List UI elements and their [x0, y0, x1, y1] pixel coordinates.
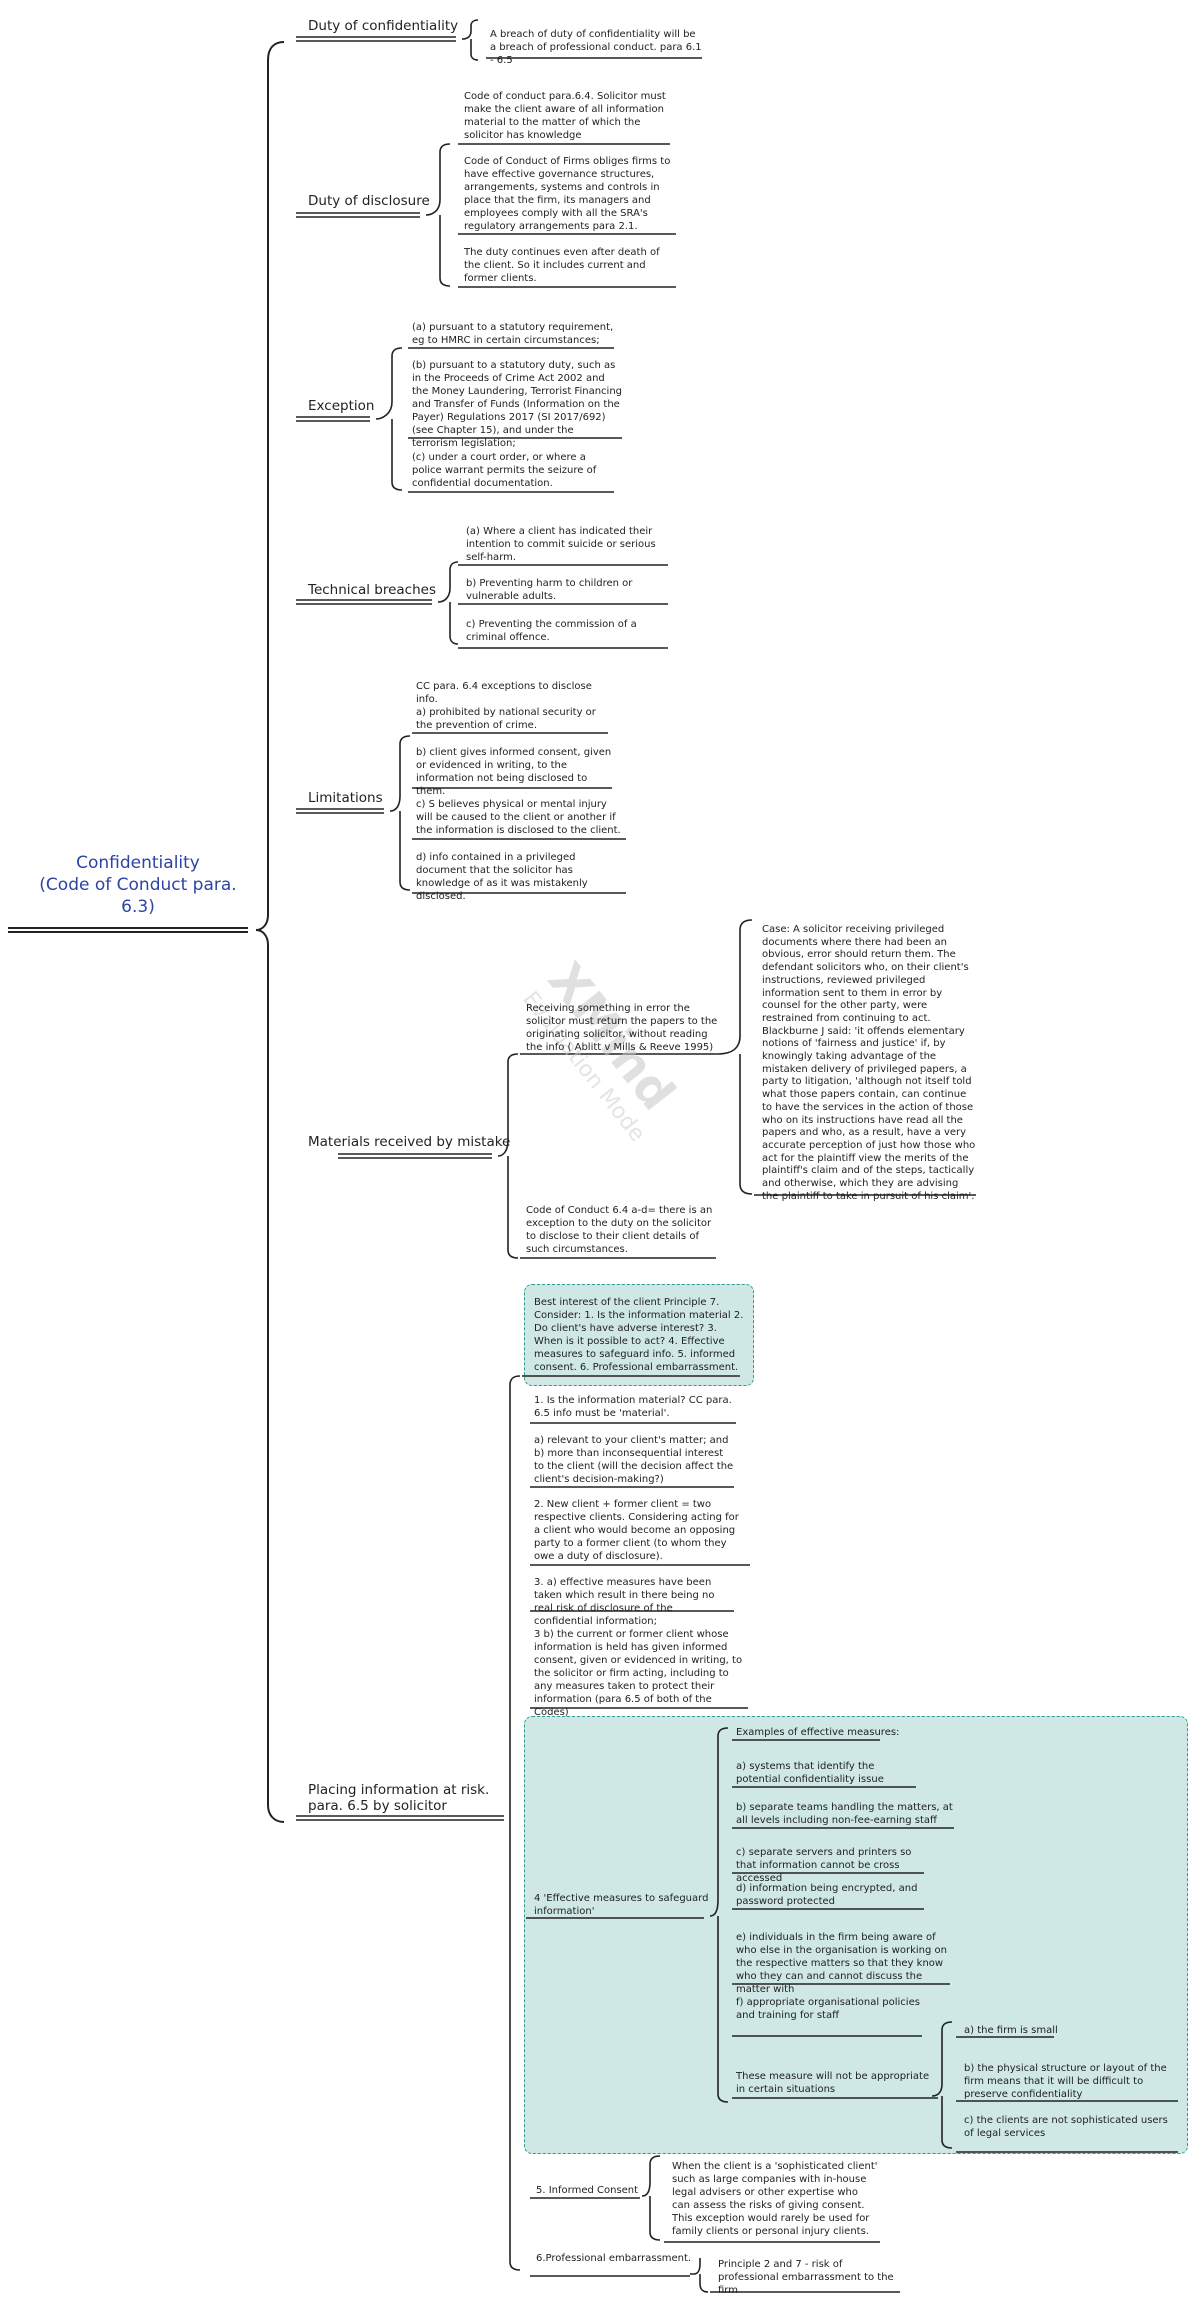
- note-not-appropriate[interactable]: These measure will not be appropriate in…: [736, 2071, 930, 2095]
- note-situation-b[interactable]: b) the physical structure or layout of t…: [964, 2063, 1167, 2100]
- note-placing-3b[interactable]: 3 b) the current or former client whose …: [534, 1629, 743, 1718]
- root-topic-confidentiality[interactable]: Confidentiality (Code of Conduct para. 6…: [39, 853, 237, 917]
- branch-technical-breaches[interactable]: Technical breaches: [308, 582, 436, 598]
- note-example-a[interactable]: a) systems that identify the potential c…: [736, 1761, 884, 1785]
- note-materials-cc-6-4[interactable]: Code of Conduct 6.4 a-d= there is an exc…: [526, 1205, 713, 1255]
- note-breach-duty[interactable]: A breach of duty of confidentiality will…: [490, 29, 702, 66]
- note-sophisticated-client[interactable]: When the client is a 'sophisticated clie…: [672, 2161, 878, 2237]
- note-example-b[interactable]: b) separate teams handling the matters, …: [736, 1802, 953, 1826]
- note-disclosure-after-death[interactable]: The duty continues even after death of t…: [464, 247, 660, 284]
- note-limitations-c[interactable]: c) S believes physical or mental injury …: [416, 799, 621, 836]
- note-limitations-a[interactable]: CC para. 6.4 exceptions to disclose info…: [416, 681, 596, 731]
- branch-limitations[interactable]: Limitations: [308, 790, 383, 806]
- note-limitations-d[interactable]: d) info contained in a privileged docume…: [416, 852, 588, 902]
- note-exception-c[interactable]: (c) under a court order, or where a poli…: [412, 452, 597, 489]
- branch-duty-of-disclosure[interactable]: Duty of disclosure: [308, 193, 430, 209]
- note-exception-b[interactable]: (b) pursuant to a statutory duty, such a…: [412, 360, 623, 449]
- note-exception-a[interactable]: (a) pursuant to a statutory requirement,…: [412, 322, 614, 346]
- note-placing-1-material[interactable]: 1. Is the information material? CC para.…: [534, 1395, 732, 1419]
- note-best-interest[interactable]: Best interest of the client Principle 7.…: [534, 1297, 744, 1373]
- note-materials-case[interactable]: Case: A solicitor receiving privileged d…: [762, 924, 976, 1202]
- note-placing-relevant[interactable]: a) relevant to your client's matter; and…: [534, 1435, 734, 1485]
- branch-exception[interactable]: Exception: [308, 398, 375, 414]
- note-example-c[interactable]: c) separate servers and printers so that…: [736, 1847, 912, 1884]
- note-disclosure-firms-code[interactable]: Code of Conduct of Firms obliges firms t…: [464, 156, 671, 232]
- note-professional-embarrassment[interactable]: 6.Professional embarrassment.: [536, 2253, 692, 2264]
- best-interest-panel: [524, 1284, 754, 1386]
- note-disclosure-cc-6-4[interactable]: Code of conduct para.6.4. Solicitor must…: [464, 91, 666, 141]
- note-example-f[interactable]: f) appropriate organisational policies a…: [736, 1997, 920, 2021]
- branch-placing-information-at-risk[interactable]: Placing information at risk. para. 6.5 b…: [308, 1782, 490, 1814]
- note-example-d[interactable]: d) information being encrypted, and pass…: [736, 1883, 918, 1907]
- branch-duty-of-confidentiality[interactable]: Duty of confidentiality: [308, 18, 459, 34]
- note-informed-consent[interactable]: 5. Informed Consent: [536, 2185, 639, 2196]
- note-situation-c[interactable]: c) the clients are not sophisticated use…: [964, 2115, 1168, 2139]
- note-placing-2-new-client[interactable]: 2. New client + former client = two resp…: [534, 1499, 739, 1562]
- note-limitations-b[interactable]: b) client gives informed consent, given …: [416, 747, 612, 797]
- branch-materials-received-by-mistake[interactable]: Materials received by mistake: [308, 1134, 511, 1150]
- note-technical-c[interactable]: c) Preventing the commission of a crimin…: [466, 619, 637, 643]
- note-situation-a[interactable]: a) the firm is small: [964, 2025, 1058, 2036]
- note-example-e[interactable]: e) individuals in the firm being aware o…: [736, 1932, 947, 1995]
- note-effective-measures[interactable]: 4 'Effective measures to safeguard infor…: [534, 1893, 709, 1917]
- note-placing-3a[interactable]: 3. a) effective measures have been taken…: [534, 1577, 715, 1627]
- note-examples-heading[interactable]: Examples of effective measures:: [736, 1727, 900, 1738]
- effective-measures-panel: [524, 1716, 1188, 2154]
- note-technical-a[interactable]: (a) Where a client has indicated their i…: [466, 526, 656, 563]
- note-materials-return-papers[interactable]: Receiving something in error the solicit…: [526, 1003, 718, 1053]
- note-principle-2-7[interactable]: Principle 2 and 7 - risk of professional…: [718, 2259, 894, 2296]
- note-technical-b[interactable]: b) Preventing harm to children or vulner…: [466, 578, 633, 602]
